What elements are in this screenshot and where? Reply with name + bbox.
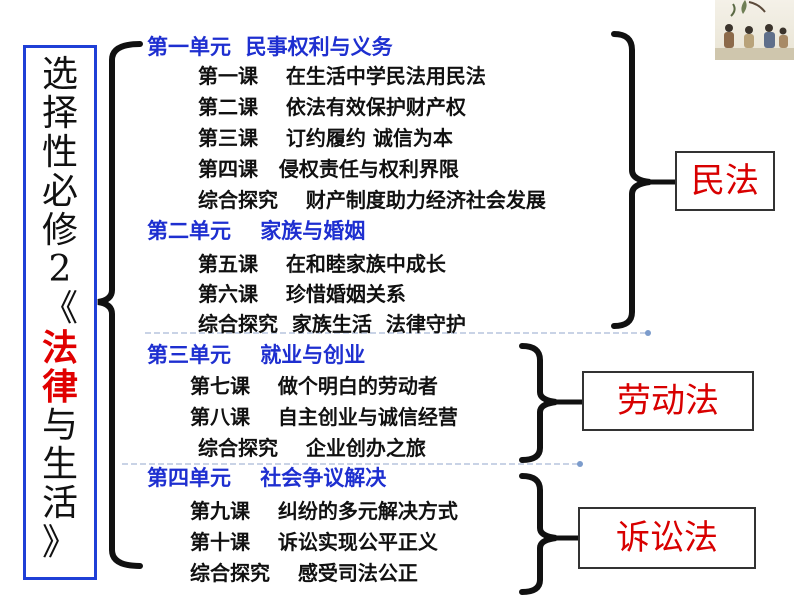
lesson-item: 第八课 自主创业与诚信经营 <box>190 405 458 429</box>
lesson-item: 第十课 诉讼实现公平正义 <box>190 530 438 554</box>
lesson-item: 综合探究 财产制度助力经济社会发展 <box>198 188 546 212</box>
title-char-highlight: 律 <box>41 366 78 408</box>
title-char: 活 <box>41 483 78 524</box>
title-char: 《 <box>41 288 78 329</box>
litigation-bracket <box>519 473 557 595</box>
title-char: 修 <box>41 210 78 251</box>
title-char-highlight: 法 <box>41 327 78 369</box>
title-char: 选 <box>41 54 78 95</box>
corner-illustration <box>715 0 794 60</box>
litigation-law-box: 诉讼法 <box>578 507 756 569</box>
title-char: 2 <box>48 249 72 290</box>
lesson-item: 第二课 依法有效保护财产权 <box>198 95 466 119</box>
civil-law-box: 民法 <box>675 151 775 211</box>
book-title-box: 选 择 性 必 修 2 《 法 律 与 生 活 》 <box>23 45 97 580</box>
lesson-item: 综合探究 企业创办之旅 <box>198 436 426 460</box>
lesson-item: 第九课 纠纷的多元解决方式 <box>190 499 458 523</box>
civil-bracket <box>611 31 651 329</box>
lesson-item: 第四课 侵权责任与权利界限 <box>198 157 459 181</box>
unit-2-heading: 第二单元 家族与婚姻 <box>147 219 366 243</box>
title-char: 必 <box>41 171 78 212</box>
main-left-brace <box>97 41 143 569</box>
lesson-item: 综合探究 感受司法公正 <box>190 561 418 585</box>
separator-dot-2 <box>577 461 583 467</box>
labor-bracket <box>519 343 557 463</box>
title-char: 生 <box>41 444 78 485</box>
lesson-item: 第七课 做个明白的劳动者 <box>190 374 438 398</box>
title-char: 》 <box>41 522 78 563</box>
separator-dot-1 <box>645 330 651 336</box>
unit-1-heading: 第一单元 民事权利与义务 <box>147 35 393 59</box>
title-char: 与 <box>41 405 78 446</box>
lesson-item: 第六课 珍惜婚姻关系 <box>198 282 406 306</box>
unit-3-heading: 第三单元 就业与创业 <box>147 343 366 367</box>
lesson-item: 第一课 在生活中学民法用民法 <box>198 64 486 88</box>
title-char: 择 <box>41 93 78 134</box>
labor-law-box: 劳动法 <box>582 371 754 431</box>
lesson-item: 第三课 订约履约 诚信为本 <box>198 126 453 150</box>
unit-4-heading: 第四单元 社会争议解决 <box>147 466 387 490</box>
lesson-item: 综合探究 家族生活 法律守护 <box>198 312 466 336</box>
title-char: 性 <box>41 132 78 173</box>
lesson-item: 第五课 在和睦家族中成长 <box>198 252 446 276</box>
